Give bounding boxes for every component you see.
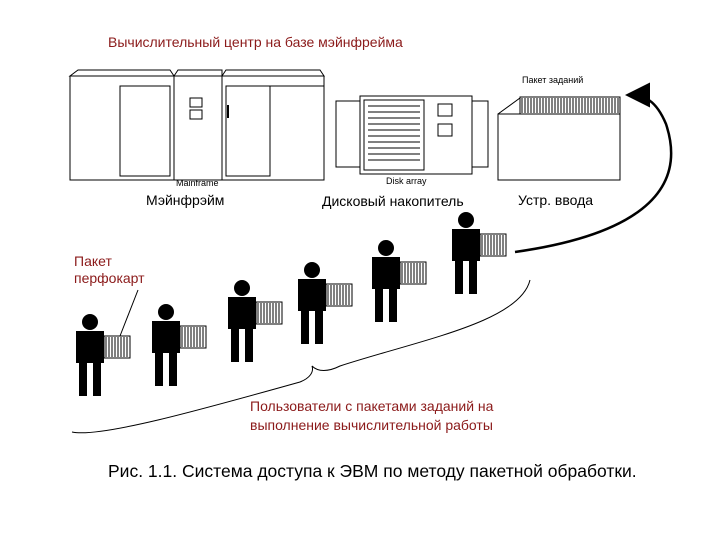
user-figure-1 [76,314,131,396]
input-device-illustration [497,97,621,181]
mainframe-caption-small: Mainframe [176,178,219,188]
users-group [76,212,507,396]
user-figure-6 [452,212,507,294]
mainframe-illustration [68,69,325,181]
users-label-line1: Пользователи с пакетами заданий на [250,398,494,414]
mainframe-label: Мэйнфрэйм [146,192,225,208]
disk-array-caption-small: Disk array [386,176,427,186]
figure-caption: Рис. 1.1. Система доступа к ЭВМ по метод… [108,461,637,481]
job-deck-stripes [519,96,621,115]
disk-array-label: Дисковый накопитель [322,193,464,209]
input-device-caption-small: Пакет заданий [522,75,584,85]
card-pack-label-line1: Пакет [74,253,112,269]
card-pack-pointer [119,289,139,337]
card-pack-label-line2: перфокарт [74,270,145,286]
users-label-line2: выполнение вычислительной работы [250,417,493,433]
submission-arrow [514,82,673,254]
disk-array-illustration [335,95,489,175]
user-figure-3 [228,280,283,362]
input-device-label: Устр. ввода [518,192,594,208]
user-figure-2 [152,304,207,386]
user-figure-5 [372,240,427,322]
user-figure-4 [298,262,353,344]
users-brace [71,279,531,434]
diagram-title: Вычислительный центр на базе мэйнфрейма [108,34,403,50]
